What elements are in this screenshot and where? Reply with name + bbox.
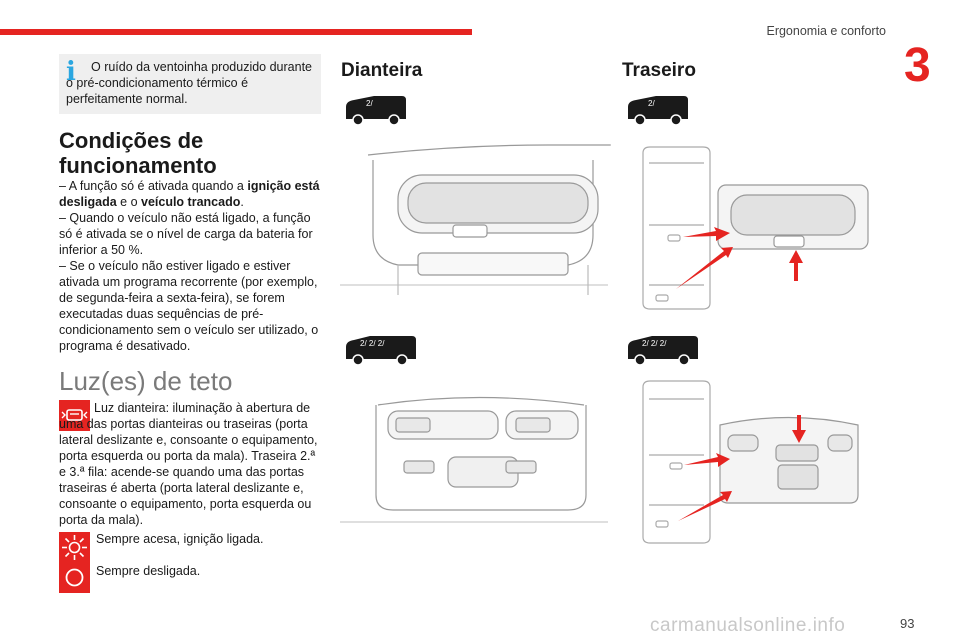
conditions-title: Condições de funcionamento <box>59 128 217 178</box>
condition-item: – Se o veículo não estiver ligado e esti… <box>59 259 319 353</box>
condition-text: – A função só é ativada quando a <box>59 179 248 193</box>
always-off-text: Sempre desligada. <box>96 564 201 578</box>
door-mode-icon <box>59 400 90 431</box>
condition-emphasis: ignição está desligada <box>59 179 320 209</box>
front-van-long-icon: 2/ 2/ 2/ <box>345 335 417 366</box>
header-accent-bar <box>0 29 472 35</box>
rear-arrows <box>676 227 803 289</box>
rear-arrows-bottom <box>678 415 806 521</box>
condition-emphasis: veículo trancado <box>141 195 241 209</box>
svg-text:2/ 2/ 2/: 2/ 2/ 2/ <box>642 339 667 348</box>
info-icon: i <box>66 57 76 87</box>
rear-title: Traseiro <box>622 60 696 81</box>
watermark: carmanualsonline.info <box>650 615 846 636</box>
front-van-icon: 2/ <box>345 95 407 126</box>
ceiling-lights-title: Luz(es) de teto <box>59 366 233 396</box>
door-mode-description: Luz dianteira: iluminação à abertura de … <box>59 401 318 527</box>
info-note-box <box>59 54 321 114</box>
rear-van-long-topview <box>642 380 711 544</box>
always-on-text: Sempre acesa, ignição ligada. <box>96 532 264 546</box>
rear-ceiling-light-single <box>717 184 869 250</box>
svg-text:2/ 2/ 2/: 2/ 2/ 2/ <box>360 339 385 348</box>
door-mode-text: Luz dianteira: iluminação à abertura de … <box>59 400 321 528</box>
info-note-text: O ruído da ventoinha produzido durante o… <box>66 60 312 106</box>
front-title: Dianteira <box>341 60 423 81</box>
rear-van-icon: 2/ <box>627 95 689 126</box>
rear-van-long-icon: 2/ 2/ 2/ <box>627 335 699 366</box>
condition-item: – Quando o veículo não está ligado, a fu… <box>59 211 313 257</box>
rear-ceiling-light-dual <box>719 416 859 504</box>
condition-text: . <box>240 195 244 209</box>
ceiling-light-diagrams: 2/ 2/ 2/ 2/ 2/ <box>340 95 869 544</box>
conditions-list: – A função só é ativada quando a ignição… <box>59 178 321 354</box>
page-number: 93 <box>900 616 915 631</box>
condition-item: – A função só é ativada quando a ignição… <box>59 178 321 210</box>
van-seat-label: 2/ <box>366 99 373 108</box>
condition-text: e o <box>116 195 141 209</box>
always-off-icon <box>59 562 90 593</box>
front-ceiling-light-dual <box>340 396 608 523</box>
section-title: Ergonomia e conforto <box>766 24 886 38</box>
always-on-icon <box>59 532 90 563</box>
rear-van-topview <box>642 146 711 310</box>
svg-text:2/: 2/ <box>648 99 655 108</box>
front-ceiling-light-single <box>340 144 611 295</box>
chapter-number: 3 <box>904 39 931 92</box>
